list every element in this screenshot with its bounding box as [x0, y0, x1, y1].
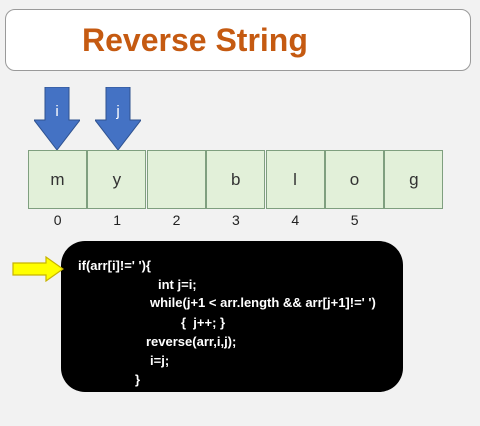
array-cell-1: y — [87, 150, 147, 209]
code-line-7: } — [135, 372, 141, 387]
title-box — [5, 9, 471, 71]
pointer-i-arrow-icon: i — [34, 87, 80, 150]
page-title: Reverse String — [82, 22, 308, 58]
array-index-0: 0 — [53, 212, 62, 228]
current-line-arrow-icon — [12, 255, 65, 287]
pointer-j-label: j — [116, 103, 120, 120]
array-cell-6: g — [384, 150, 444, 209]
code-line-3: while(j+1 < arr.length && arr[j+1]!=' ') — [150, 295, 376, 310]
array-indices: 0 1 2 3 4 5 — [28, 212, 384, 228]
array-index-4: 4 — [291, 212, 300, 228]
code-box — [61, 241, 403, 392]
array-cell-0: m — [28, 150, 87, 209]
array-cell-5: o — [324, 150, 384, 209]
array-index-5: 5 — [350, 212, 359, 228]
code-line-2: int j=i; — [158, 277, 197, 292]
pointer-j-arrow-icon: j — [95, 87, 141, 150]
array-index-3: 3 — [231, 212, 240, 228]
code-line-6: i=j; — [150, 353, 170, 368]
array-cell-2 — [146, 150, 206, 209]
array-index-2: 2 — [172, 212, 181, 228]
code-line-4: { j++; } — [181, 315, 226, 330]
char-array: m y b l o g — [28, 150, 444, 209]
array-cell-3: b — [206, 150, 266, 209]
code-line-1: if(arr[i]!=' '){ — [78, 258, 151, 273]
code-line-5: reverse(arr,i,j); — [146, 334, 237, 349]
pointer-i-label: i — [55, 103, 59, 120]
array-cell-4: l — [265, 150, 325, 209]
array-index-1: 1 — [113, 212, 121, 228]
